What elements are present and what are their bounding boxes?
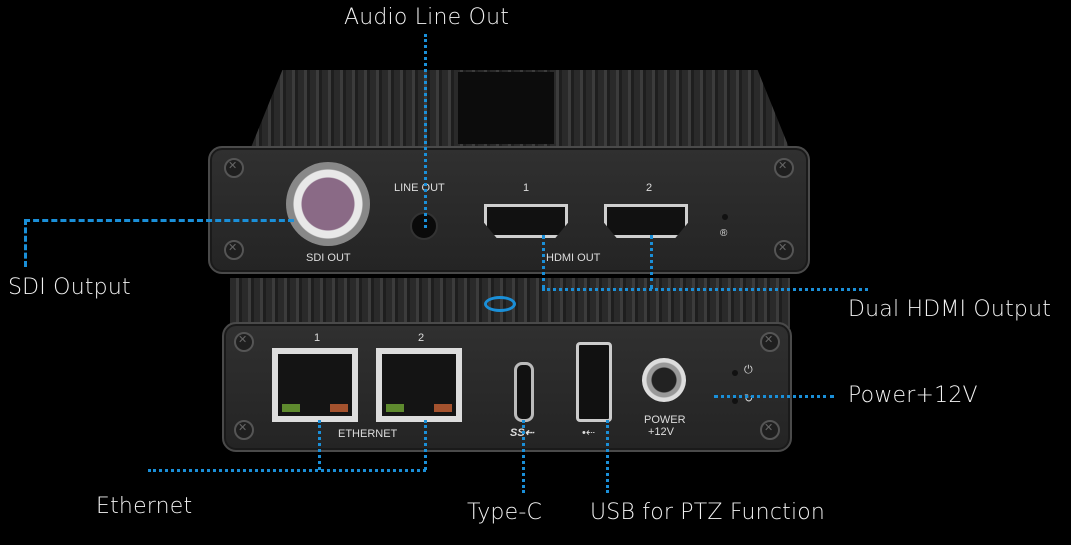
screw-icon xyxy=(234,420,254,440)
screw-icon xyxy=(224,158,244,178)
reset-led xyxy=(722,214,728,220)
ethernet-1-number: 1 xyxy=(314,332,321,344)
hdmi-port-1 xyxy=(484,204,568,238)
upper-front-panel: SDI OUT LINE OUT 1 2 HDMI OUT ® xyxy=(208,146,810,274)
audio-callout-line xyxy=(424,34,427,228)
usb-icon: •⇠ xyxy=(582,427,596,439)
sdi-out-label: SDI OUT xyxy=(306,252,351,264)
hdmi1-callout-line xyxy=(542,235,545,289)
ethernet-callout-line-h xyxy=(148,469,426,472)
ethernet-port-1 xyxy=(272,348,358,422)
callout-dual-hdmi-output: Dual HDMI Output xyxy=(848,297,1052,322)
hdmi-port-2 xyxy=(604,204,688,238)
power-voltage-label: +12V xyxy=(648,426,674,438)
line-out-label: LINE OUT xyxy=(394,182,445,194)
callout-usb-ptz: USB for PTZ Function xyxy=(590,500,826,525)
lower-rear-panel: 1 2 ETHERNET SS⇠ •⇠ POWER +12V ⏻ ↻ xyxy=(222,322,792,452)
callout-power: Power+12V xyxy=(848,383,978,408)
usb-ss-icon: SS⇠ xyxy=(510,427,534,439)
callout-type-c: Type-C xyxy=(467,500,543,525)
ethernet-port-2 xyxy=(376,348,462,422)
ethernet-label: ETHERNET xyxy=(338,428,398,440)
reset-icon: ® xyxy=(720,228,728,239)
type-c-callout-line xyxy=(522,420,525,493)
eth2-callout-line xyxy=(424,420,427,470)
hdmi-callout-line-h xyxy=(542,288,868,291)
screw-icon xyxy=(774,158,794,178)
power-connector xyxy=(642,358,686,402)
power-label: POWER xyxy=(644,414,686,426)
type-c-port xyxy=(514,362,534,422)
usb-callout-line xyxy=(606,420,609,493)
usb-a-port xyxy=(576,342,612,422)
callout-sdi-output: SDI Output xyxy=(8,275,131,300)
screw-icon xyxy=(760,420,780,440)
sync-led xyxy=(732,398,738,404)
power-icon: ⏻ xyxy=(744,364,753,376)
eth1-callout-line xyxy=(318,420,321,470)
sync-icon: ↻ xyxy=(744,393,754,405)
hdmi-2-number: 2 xyxy=(646,182,653,194)
power-callout-line xyxy=(714,395,834,398)
power-led xyxy=(732,370,738,376)
hdmi-1-number: 1 xyxy=(523,182,530,194)
screw-icon xyxy=(760,332,780,352)
hdmi2-callout-line xyxy=(650,235,653,289)
sdi-callout-line-v xyxy=(24,219,27,267)
sdi-bnc-connector xyxy=(286,162,370,246)
screw-icon xyxy=(234,332,254,352)
upper-unit-top-badge xyxy=(458,72,554,144)
sdi-callout-line-h xyxy=(24,219,294,222)
lower-unit-logo xyxy=(484,296,516,312)
hdmi-out-label: HDMI OUT xyxy=(546,252,601,264)
screw-icon xyxy=(224,240,244,260)
ethernet-2-number: 2 xyxy=(418,332,425,344)
screw-icon xyxy=(774,240,794,260)
callout-audio-line-out: Audio Line Out xyxy=(344,5,510,30)
callout-ethernet: Ethernet xyxy=(96,494,193,519)
